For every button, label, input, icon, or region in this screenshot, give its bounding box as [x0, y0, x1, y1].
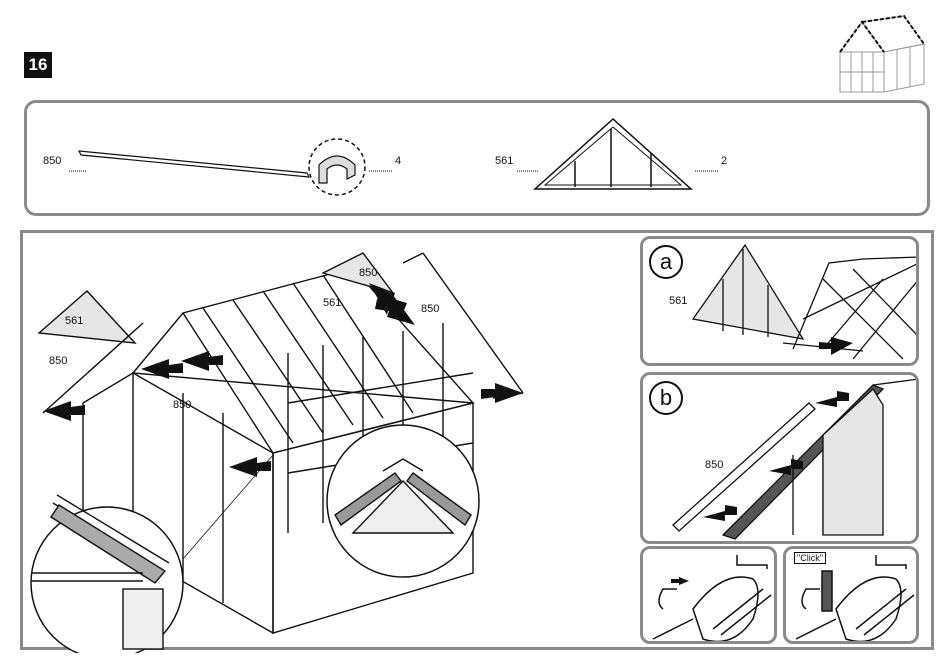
detail-b-illustration: [643, 375, 919, 544]
step-number-badge: 16: [24, 52, 52, 78]
detail-a-part-label: 561: [669, 295, 687, 307]
clip-before-illustration: [643, 549, 777, 644]
main-label-bar-middle: 850: [173, 399, 191, 411]
detail-panel-b: b 850: [640, 372, 919, 544]
detail-panel-clip-before: [640, 546, 777, 644]
detail-panel-clip-after: "Click": [783, 546, 919, 644]
rail-850-illustration: [79, 151, 309, 177]
detail-panel-a: a 561: [640, 236, 919, 366]
main-label-gable-right: 561: [323, 297, 341, 309]
main-label-bar-top: 850: [359, 267, 377, 279]
part-number-561: 561: [495, 155, 513, 167]
zoom-circle: [309, 139, 365, 195]
gable-561-illustration: [535, 119, 691, 189]
part-quantity-561: 2: [721, 155, 727, 167]
main-label-bar-right: 850: [421, 303, 439, 315]
click-label: "Click": [794, 552, 826, 564]
detail-b-part-label: 850: [705, 459, 723, 471]
greenhouse-thumbnail-icon: [832, 12, 928, 96]
main-label-bar-left: 850: [49, 355, 67, 367]
part-number-850: 850: [43, 155, 61, 167]
detail-a-letter: a: [649, 245, 683, 279]
main-label-gable-left: 561: [65, 315, 83, 327]
detail-b-letter: b: [649, 381, 683, 415]
parts-list-box: 850 4 561 2: [24, 100, 930, 216]
parts-illustration: [27, 103, 933, 219]
part-quantity-850: 4: [395, 155, 401, 167]
